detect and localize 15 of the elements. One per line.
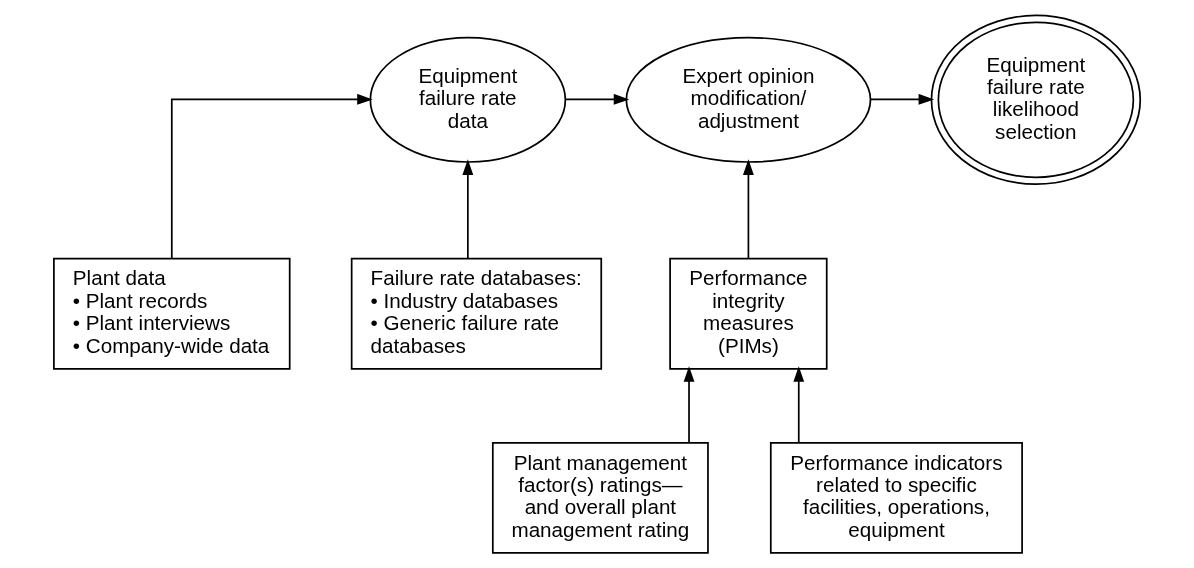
node-ellipse: Equipment failure rate likelihood selection: [930, 14, 1142, 186]
arrow: [869, 93, 935, 105]
node-ellipse: Equipment failure rate data: [369, 36, 567, 163]
arrow: [462, 159, 474, 259]
arrow: [683, 366, 695, 444]
arrow: [170, 93, 373, 260]
arrow: [793, 366, 805, 444]
node-box: Failure rate databases: • Industry databases • Generic failure rate databases: [350, 257, 603, 370]
node-ellipse: Expert opinion modification/ adjustment: [625, 36, 872, 163]
node-box: Performance integrity measures (PIMs): [669, 257, 828, 370]
arrow: [565, 93, 630, 105]
node-box: Plant management factor(s) ratings— and overall plant management rating: [491, 441, 709, 554]
arrow: [742, 159, 754, 259]
node-box: Plant data • Plant records • Plant interviews • Company-wide data: [53, 257, 291, 370]
node-box: Performance indicators related to specific facilities, operations, equipment: [769, 441, 1023, 554]
